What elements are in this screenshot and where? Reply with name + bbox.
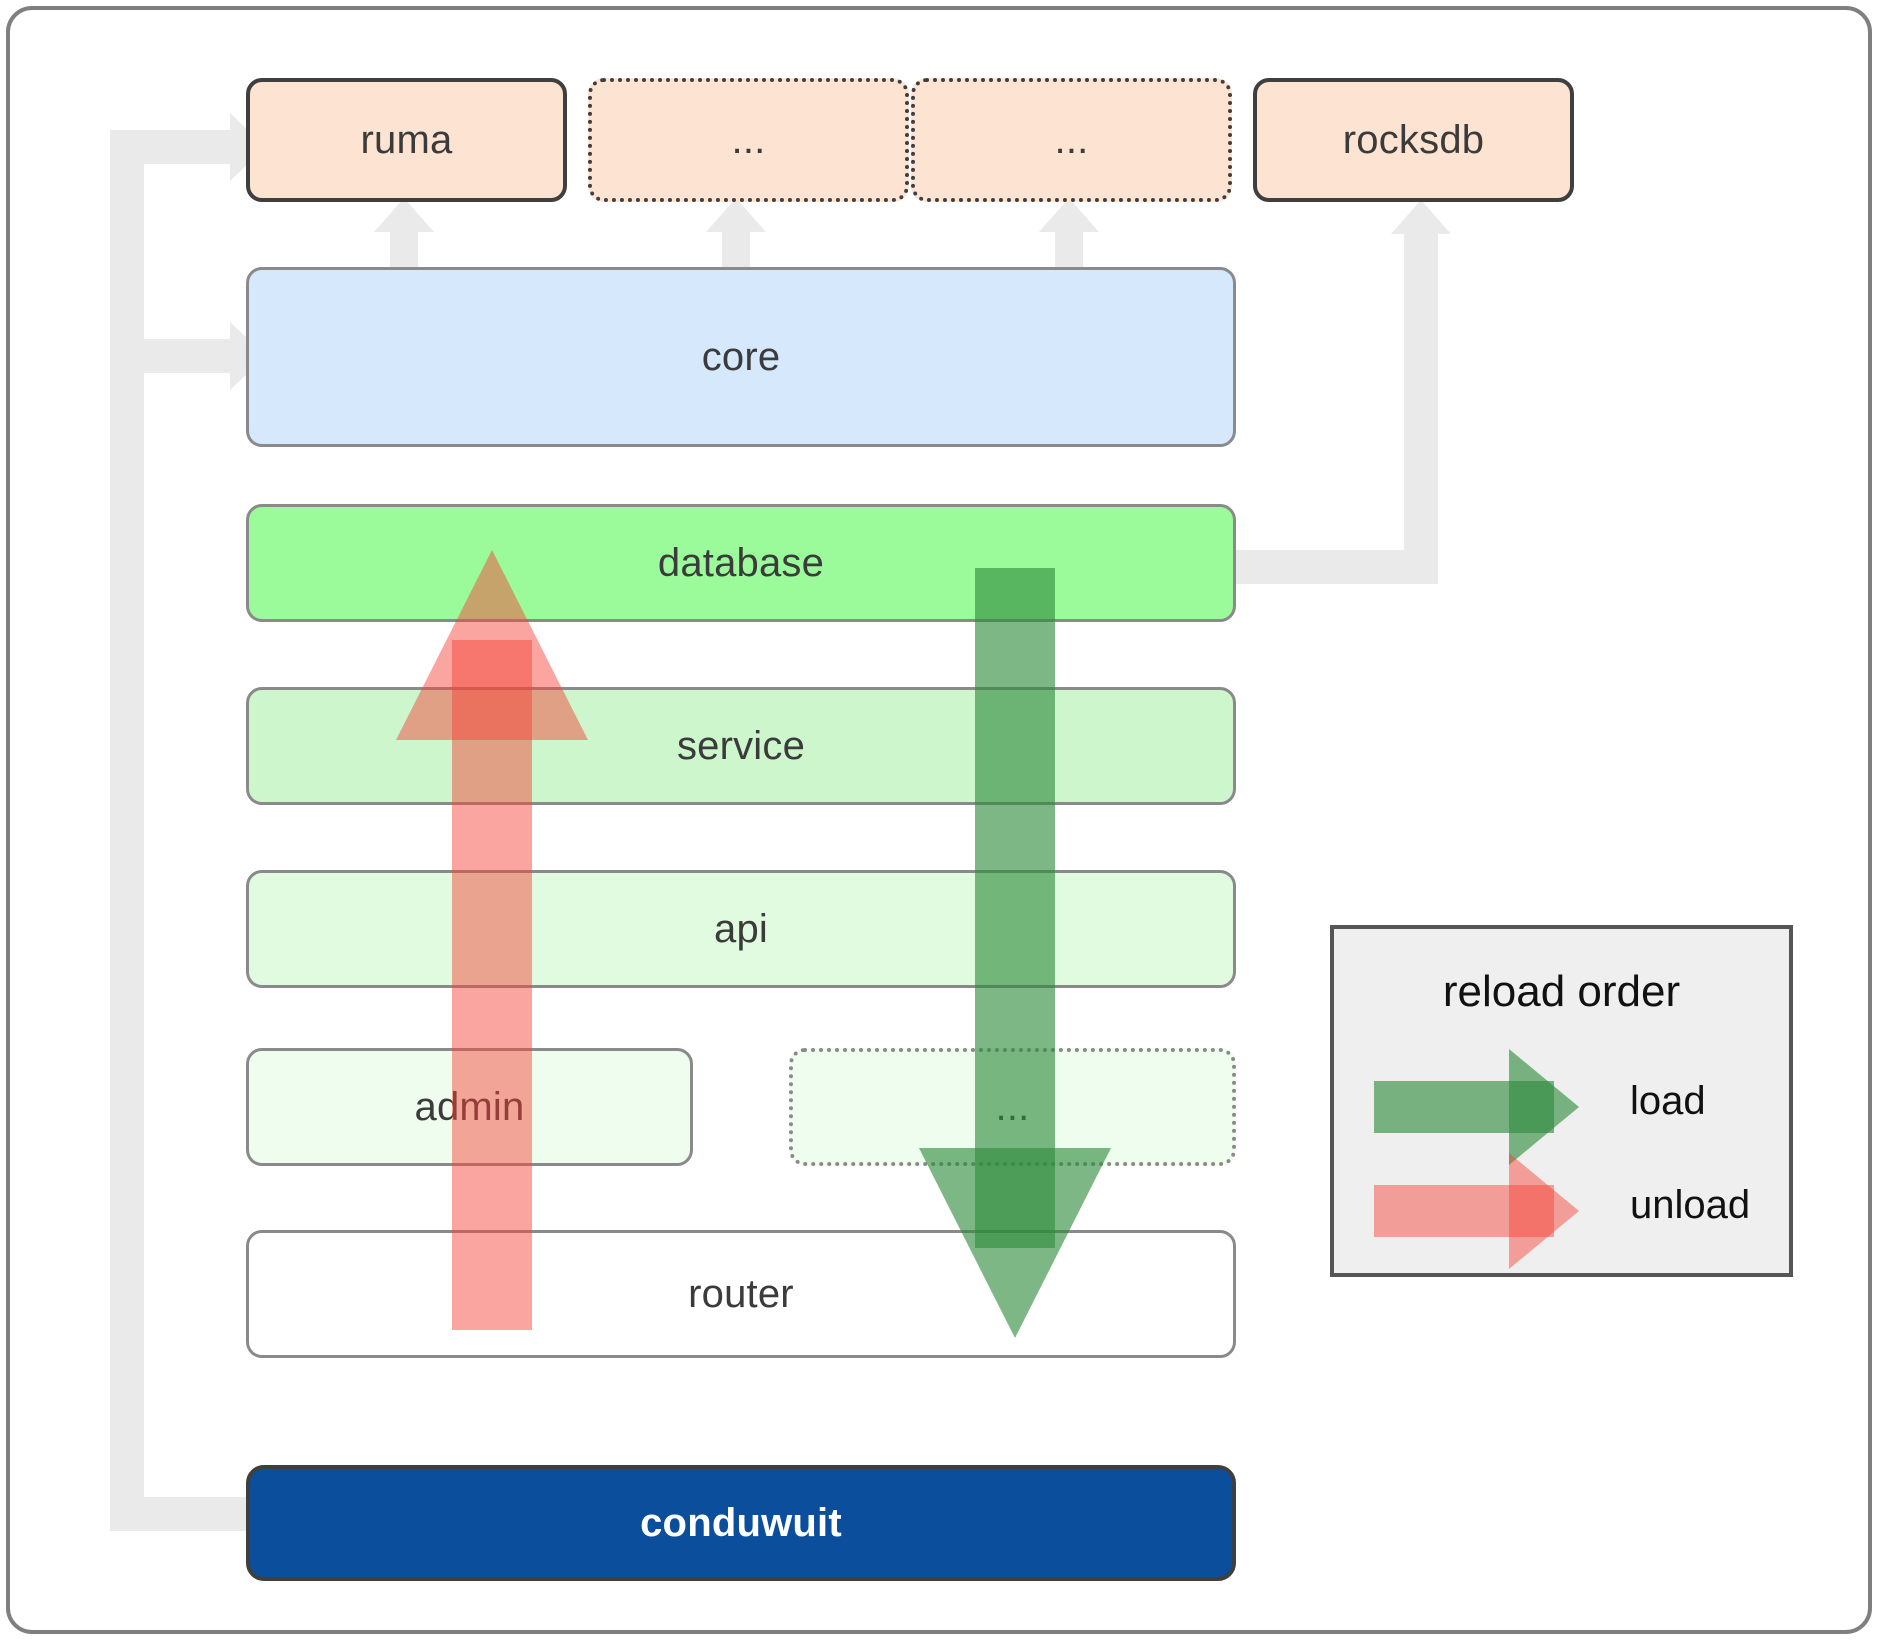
connector-core-to-ruma-stem bbox=[390, 228, 418, 273]
node-ext-placeholder-1-label: ... bbox=[731, 117, 766, 162]
node-database[interactable]: database bbox=[246, 504, 1236, 622]
unload-arrow-head bbox=[396, 550, 588, 740]
node-api[interactable]: api bbox=[246, 870, 1236, 988]
arrow-up-icon-ext1-stem bbox=[706, 198, 766, 232]
unload-arrow-shaft bbox=[452, 640, 532, 1330]
node-admin[interactable]: admin bbox=[246, 1048, 693, 1166]
legend-title: reload order bbox=[1442, 967, 1681, 1016]
legend-unload-arrow-head bbox=[1509, 1153, 1579, 1269]
node-core-label: core bbox=[701, 334, 781, 379]
legend-load-arrow-head bbox=[1509, 1049, 1579, 1165]
legend-row-unload: unload bbox=[1334, 1153, 1797, 1275]
legend-unload-label: unload bbox=[1630, 1183, 1751, 1227]
node-ext-placeholder-2-label: ... bbox=[1054, 117, 1089, 162]
legend-unload-arrow-shaft bbox=[1374, 1185, 1554, 1237]
node-api-label: api bbox=[714, 906, 768, 951]
connector-database-to-rocksdb-v bbox=[1404, 234, 1438, 584]
diagram-frame bbox=[6, 6, 1872, 1634]
node-admin-label: admin bbox=[414, 1084, 525, 1129]
node-ext-placeholder-1[interactable]: ... bbox=[588, 78, 909, 202]
arrow-up-icon-ext2-stem bbox=[1039, 198, 1099, 232]
node-router-label: router bbox=[688, 1271, 794, 1316]
node-service-label: service bbox=[676, 723, 806, 768]
connector-database-to-rocksdb-h bbox=[1230, 550, 1420, 584]
connector-core-to-ext1-stem bbox=[722, 228, 750, 273]
node-ext-placeholder-2[interactable]: ... bbox=[911, 78, 1232, 202]
connector-core-to-ext2-stem bbox=[1055, 228, 1083, 273]
node-core[interactable]: core bbox=[246, 267, 1236, 447]
node-ruma-label: ruma bbox=[360, 117, 453, 162]
node-rocksdb-label: rocksdb bbox=[1342, 117, 1485, 162]
node-conduwuit-label: conduwuit bbox=[640, 1500, 842, 1545]
node-ruma[interactable]: ruma bbox=[246, 78, 567, 202]
node-database-label: database bbox=[657, 540, 825, 585]
connector-spine-to-ruma bbox=[144, 130, 230, 164]
connector-left-spine bbox=[110, 130, 144, 1531]
legend-panel: reload order load unload bbox=[1330, 925, 1793, 1277]
arrow-up-icon-rocksdb bbox=[1391, 200, 1451, 234]
node-conduwuit[interactable]: conduwuit bbox=[246, 1465, 1236, 1581]
connector-spine-to-core bbox=[144, 339, 230, 373]
load-arrow-shaft bbox=[975, 568, 1055, 1248]
node-rocksdb[interactable]: rocksdb bbox=[1253, 78, 1574, 202]
legend-row-load: load bbox=[1334, 1049, 1797, 1171]
node-service[interactable]: service bbox=[246, 687, 1236, 805]
load-arrow-head bbox=[919, 1148, 1111, 1338]
arrow-up-icon-ruma-stem bbox=[374, 198, 434, 232]
legend-load-label: load bbox=[1630, 1079, 1706, 1123]
